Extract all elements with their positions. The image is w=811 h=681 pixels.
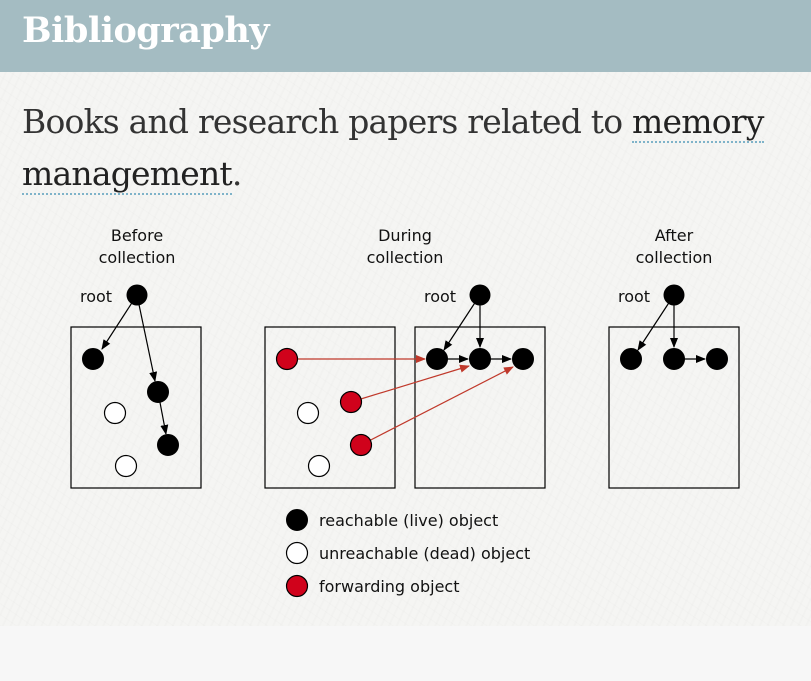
reachable-object	[426, 348, 448, 370]
reachable-object	[469, 348, 491, 370]
reachable-object	[620, 348, 642, 370]
legend: reachable (live) object unreachable (dea…	[285, 509, 530, 598]
reachable-object	[82, 348, 104, 370]
pointer-arrow	[443, 294, 481, 351]
footer-band	[0, 626, 811, 681]
legend-forwarding-swatch	[285, 574, 309, 598]
forwarding-object	[275, 347, 299, 371]
memory-link[interactable]: memory	[632, 102, 764, 143]
panel-during-title-line2: collection	[367, 248, 444, 267]
unreachable-object	[114, 454, 138, 478]
from-space-box	[264, 326, 396, 489]
intro-period: .	[231, 154, 242, 193]
forwarding-pointer	[350, 364, 470, 403]
forwarding-pointer	[360, 366, 514, 446]
pointer-arrow	[101, 294, 138, 350]
forwarding-object	[339, 390, 363, 414]
panel-after-title-line2: collection	[636, 248, 713, 267]
panel-after: After collection root	[608, 226, 740, 489]
reachable-object	[147, 381, 169, 403]
pointer-arrow	[136, 294, 158, 382]
panel-before-title-line2: collection	[99, 248, 176, 267]
legend-reachable-label: reachable (live) object	[319, 511, 498, 530]
reachable-object	[157, 434, 179, 456]
panel-before: Before collection root	[70, 226, 202, 489]
legend-forwarding-label: forwarding object	[319, 577, 459, 596]
page-background	[0, 0, 811, 626]
reachable-object	[512, 348, 534, 370]
panel-during-root-label: root	[424, 287, 456, 306]
heap-box	[70, 326, 202, 489]
panel-during: During collection root	[264, 226, 546, 489]
page-title: Bibliography	[22, 10, 270, 51]
page-header: Bibliography	[0, 0, 811, 72]
panel-after-title-line1: After	[655, 226, 694, 245]
reachable-object	[706, 348, 728, 370]
intro-text: Books and research papers related to	[22, 102, 633, 141]
root-object	[663, 284, 685, 306]
legend-unreachable-swatch	[285, 541, 309, 565]
unreachable-object	[296, 401, 320, 425]
root-object	[126, 284, 148, 306]
panel-before-title-line1: Before	[111, 226, 163, 245]
legend-unreachable-label: unreachable (dead) object	[319, 544, 530, 563]
pointer-arrow	[637, 294, 675, 351]
management-link[interactable]: management	[22, 154, 233, 195]
panel-during-title-line1: During	[378, 226, 432, 245]
forwarding-object	[349, 433, 373, 457]
unreachable-object	[103, 401, 127, 425]
root-object	[469, 284, 491, 306]
panel-after-root-label: root	[618, 287, 650, 306]
intro-paragraph: Books and research papers related to mem…	[22, 96, 797, 200]
unreachable-object	[307, 454, 331, 478]
reachable-object	[663, 348, 685, 370]
legend-reachable-swatch	[286, 509, 308, 531]
panel-before-root-label: root	[80, 287, 112, 306]
